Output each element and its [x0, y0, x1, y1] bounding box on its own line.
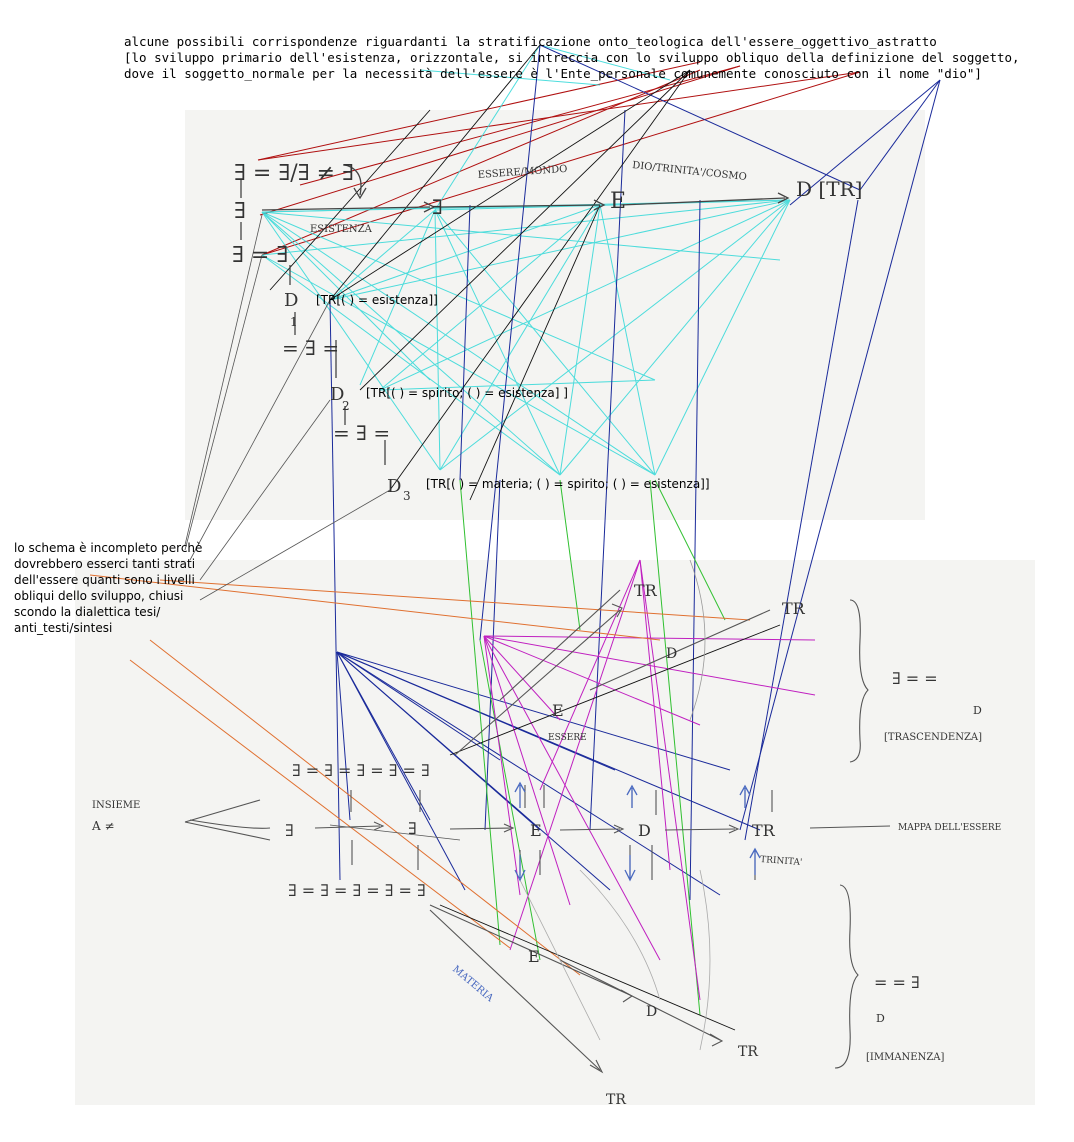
header-line-2: [lo sviluppo primario dell'esistenza, or… [124, 50, 1020, 65]
cyan-web [261, 44, 791, 476]
hw-D1-sub: 1 [290, 315, 298, 329]
hw-E-top: E [610, 189, 626, 214]
paper-top [185, 110, 925, 520]
gray-connectors [184, 214, 461, 841]
black-connectors [269, 44, 781, 1031]
hw-brace-upper-D: D [973, 704, 982, 717]
hw-row-mid-1: ∃ [285, 821, 294, 840]
hw-D2-sub: 2 [342, 399, 350, 413]
hw-esistenza: ESISTENZA [310, 224, 373, 235]
hw-E-low: E [528, 947, 540, 966]
header-line-1: alcune possibili corrispondenze riguarda… [124, 34, 937, 49]
hw-essere: ESSERE [548, 733, 587, 743]
hw-insieme: INSIEME [92, 800, 140, 811]
hw-E-mid: E [552, 701, 564, 720]
hw-row-mid-4: D [638, 821, 651, 840]
top-axis [240, 164, 790, 465]
hw-essere-mondo: ESSERE/MONDO [477, 164, 567, 181]
hw-d-tr: D [TR] [796, 177, 862, 201]
handwriting-layer: ∃ = ∃/∃ ≠ ∃ ∃ ∃ = ∃ ESISTENZA ∃ ESSERE/M… [91, 160, 1001, 1108]
label-tr-esistenza: [TR[( ) = esistenza]] [316, 293, 438, 307]
hw-tr-low-2: TR [606, 1092, 626, 1108]
hw-immanenza: [IMMANENZA] [866, 1052, 945, 1063]
header-line-3: dove il soggetto_normale per la necessit… [124, 66, 982, 81]
orange-connectors [89, 574, 751, 976]
hw-a-neq: A ≠ [91, 819, 115, 833]
label-tr-materia: [TR[( ) = materia; ( ) = spirito; ( ) = … [426, 477, 710, 491]
hw-exists-4: = ∃ = [282, 336, 339, 360]
hw-mappa: MAPPA DELL'ESSERE [898, 823, 1001, 833]
hw-D3: D [387, 476, 401, 497]
hw-dio-trinita: DIO/TRINITA'/COSMO [632, 160, 748, 183]
hw-exists-2: ∃ = ∃ [232, 243, 288, 268]
hw-D-mid: D [666, 646, 677, 662]
hw-tr-low-1: TR [738, 1044, 758, 1060]
hw-row-mid-5: TR [752, 821, 776, 840]
hw-trascendenza: [TRASCENDENZA] [884, 732, 982, 743]
red-connectors [257, 61, 861, 256]
hw-row-lower: ∃ = ∃ = ∃ = ∃ = ∃ [288, 881, 426, 900]
hw-trinita: TRINITA' [760, 855, 803, 868]
hw-brace-lower-D: D [876, 1012, 885, 1025]
hw-D3-sub: 3 [403, 489, 411, 503]
hw-exists-1: ∃ [234, 199, 246, 224]
hw-materia: MATERIA [450, 964, 496, 1005]
hw-D1: D [284, 290, 298, 311]
label-tr-spirito: [TR[( ) = spirito; ( ) = esistenza] ] [366, 386, 568, 400]
green-connectors [459, 479, 726, 1016]
blue-arrows [514, 781, 761, 882]
hw-row-upper: ∃ = ∃ = ∃ = ∃ = ∃ [292, 761, 430, 780]
hw-exists-3: ∃ [432, 195, 443, 219]
hw-D2: D [330, 384, 344, 405]
hw-row-mid-2: ∃ [408, 819, 417, 838]
magenta-connectors [483, 559, 816, 1001]
header-text: alcune possibili corrispondenze riguarda… [124, 34, 1020, 82]
hw-D-low: D [646, 1004, 657, 1020]
hw-top-formula: ∃ = ∃/∃ ≠ ∃ [234, 161, 354, 186]
hw-exists-5: = ∃ = [333, 421, 390, 445]
bottom-structure [184, 559, 891, 1074]
hw-row-mid-3: E [530, 821, 542, 840]
hw-brace-lower: = = ∃ [874, 973, 920, 992]
incomplete-schema-note: lo schema è incompleto perchè dovrebbero… [14, 541, 203, 635]
hw-brace-upper: ∃ = = [892, 669, 938, 688]
blue-connectors [329, 44, 941, 901]
hw-tr-a: TR [634, 581, 658, 600]
hw-tr-b: TR [782, 599, 806, 618]
